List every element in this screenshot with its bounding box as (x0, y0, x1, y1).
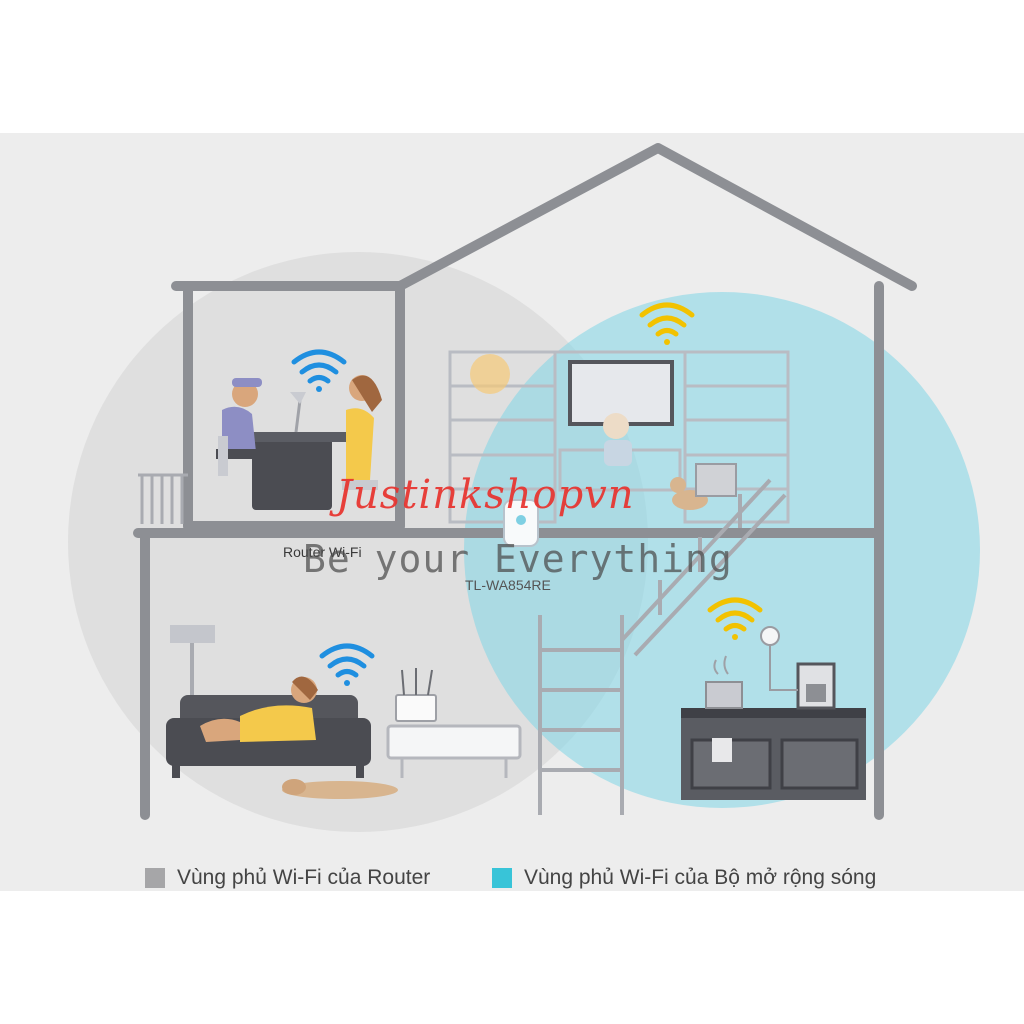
kitchen-counter (681, 708, 866, 800)
router-device-icon (395, 668, 437, 722)
extender-model-label: TL-WA854RE (465, 577, 551, 593)
wifi-icon (707, 597, 763, 640)
legend-swatch-extender (492, 868, 512, 888)
floor-lamp (170, 625, 215, 700)
baby-figure (603, 413, 632, 466)
coffee-maker (796, 662, 836, 710)
legend-swatch-router (145, 868, 165, 888)
woman-on-sofa (200, 676, 318, 742)
router-coverage-area (68, 252, 648, 832)
desk-scene (216, 375, 382, 510)
watermark-shop-name: Justinkshopvn (336, 472, 635, 518)
cooking-pot (705, 655, 743, 709)
legend-item-router: Vùng phủ Wi-Fi của Router (145, 866, 430, 890)
legend-text-extender: Vùng phủ Wi-Fi của Bộ mở rộng sóng (524, 866, 877, 889)
storage-box (695, 463, 737, 497)
extender-device-icon (503, 499, 539, 547)
watermark-slogan: Be your Everything (303, 537, 733, 581)
staircase (538, 478, 787, 815)
legend-item-extender: Vùng phủ Wi-Fi của Bộ mở rộng sóng (492, 866, 876, 890)
tv-console (386, 724, 522, 778)
wifi-icon (291, 349, 347, 392)
wifi-icon (319, 643, 375, 686)
sleeping-dog (282, 779, 398, 799)
wall-outlet-cable (760, 626, 798, 691)
router-label: Router Wi-Fi (283, 544, 362, 560)
sun-decoration (470, 354, 510, 394)
balcony-rail (138, 473, 188, 524)
wifi-icon (639, 302, 695, 345)
legend-text-router: Vùng phủ Wi-Fi của Router (177, 866, 431, 889)
tv-screen (568, 360, 674, 426)
